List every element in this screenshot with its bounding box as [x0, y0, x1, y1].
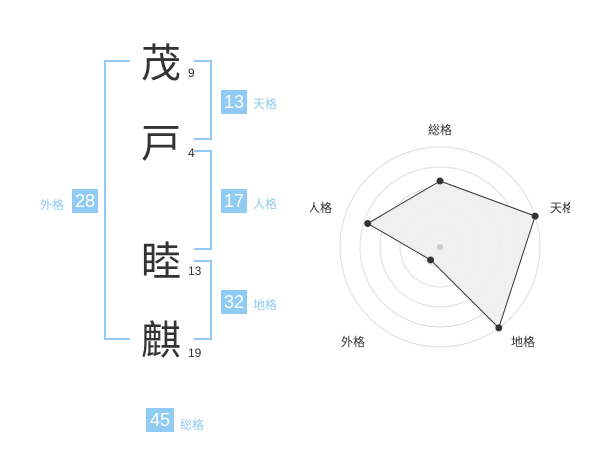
jinkaku-label: 人格	[253, 197, 278, 211]
radar-ring	[339, 146, 541, 348]
stroke-count-4: 19	[188, 346, 202, 360]
radar-area	[366, 180, 536, 329]
chikaku-bracket	[194, 260, 212, 340]
gaikaku-value: 28	[72, 189, 98, 213]
tenkaku-value: 13	[221, 90, 247, 114]
stroke-count-2: 4	[188, 146, 195, 160]
name-char-1: 茂	[141, 41, 181, 87]
axis-label-jinkaku: 人格	[310, 200, 332, 215]
radar-point	[531, 212, 539, 220]
name-char-2: 戸	[141, 121, 181, 167]
stroke-count-3: 13	[188, 264, 202, 278]
stroke-count-1: 9	[188, 66, 195, 80]
radar-point	[364, 220, 372, 228]
axis-label-tenkaku: 天格	[550, 200, 570, 215]
chikaku-value: 32	[221, 290, 247, 314]
name-char-3: 睦	[141, 239, 181, 285]
gaikaku-label: 外格	[40, 198, 65, 212]
chikaku-label: 地格	[253, 298, 278, 312]
name-char-4: 麒	[141, 318, 181, 364]
radar-center-dot	[437, 244, 443, 250]
jinkaku-bracket	[194, 150, 212, 250]
axis-label-chikaku: 地格	[511, 334, 535, 349]
radar-point	[495, 324, 503, 332]
axis-label-soukaku: 総格	[428, 122, 452, 137]
axis-label-gaikaku: 外格	[341, 334, 365, 349]
soukaku-value: 45	[146, 408, 174, 432]
gaikaku-bracket	[104, 60, 130, 340]
tenkaku-label: 天格	[253, 97, 278, 111]
soukaku-label: 総格	[180, 418, 205, 432]
tenkaku-bracket	[194, 60, 212, 140]
radar-points	[364, 177, 539, 332]
radar-point	[436, 177, 444, 185]
radar-point	[427, 256, 435, 264]
jinkaku-value: 17	[221, 189, 247, 213]
radar-chart: 総格 天格 地格 外格 人格	[310, 122, 570, 349]
